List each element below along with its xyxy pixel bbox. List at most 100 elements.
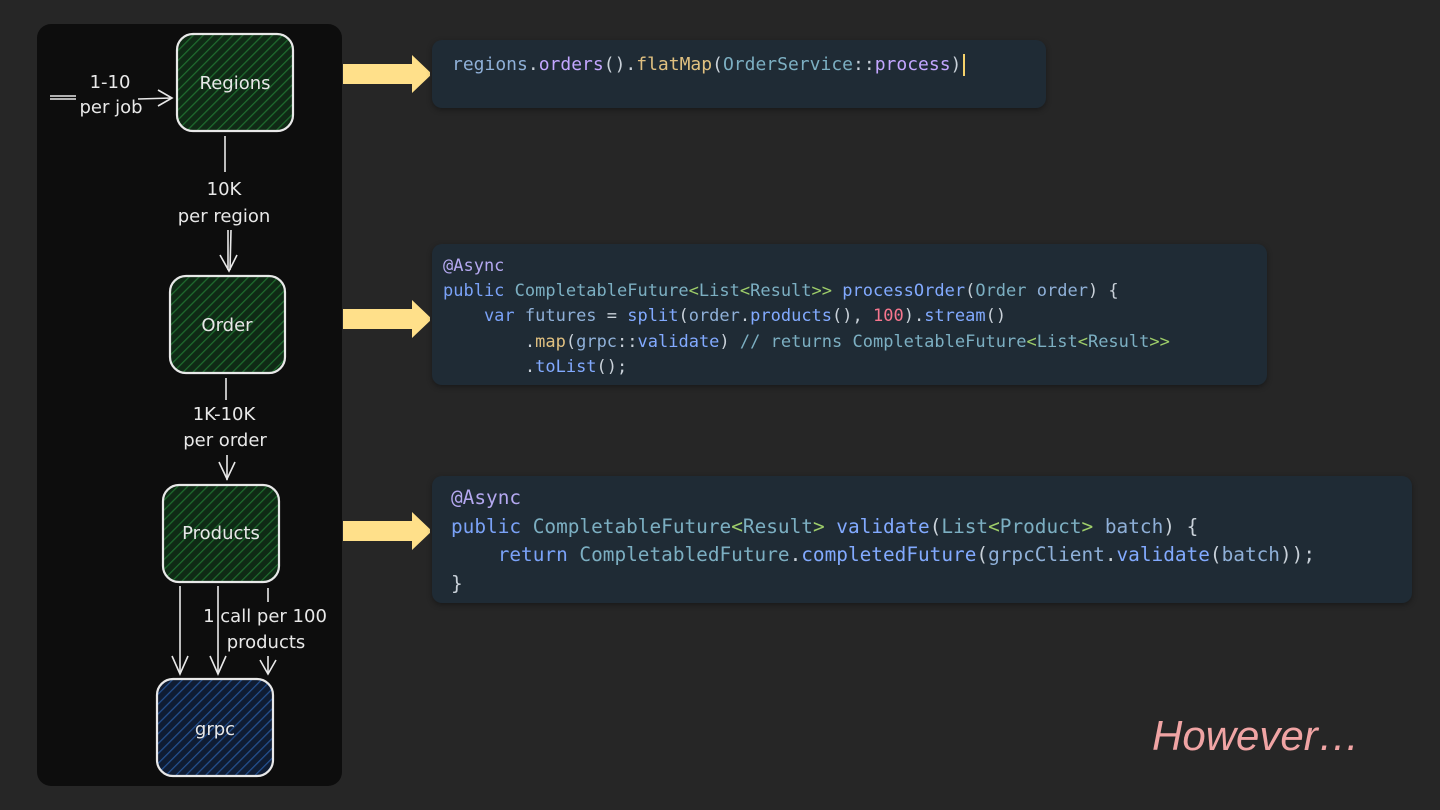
code-token: validate — [1116, 543, 1210, 566]
code-token: processOrder — [842, 281, 966, 302]
code-token: > — [1081, 514, 1105, 538]
code-token: ) { — [1087, 281, 1119, 302]
code-token: < — [988, 514, 1000, 538]
node-order-label: Order — [201, 315, 253, 336]
node-regions-label: Regions — [200, 73, 271, 94]
code-token: map — [535, 331, 566, 352]
edge-label-order-line1: 1K-10K — [193, 404, 257, 425]
code-token: batch — [1221, 543, 1280, 566]
code-line: var futures = split(order.products(), 10… — [443, 304, 1256, 329]
code-token: < — [1077, 331, 1088, 352]
code-token: ( — [976, 543, 989, 566]
code-line: return CompletabledFuture.completedFutur… — [451, 541, 1393, 570]
code-token: CompletableFuture — [852, 331, 1027, 352]
code-line: .map(grpc::validate) // returns Completa… — [443, 330, 1256, 355]
code-token: Order — [975, 281, 1037, 302]
code-token: orders — [538, 54, 604, 75]
code-token: public — [451, 514, 533, 538]
code-token: public — [443, 281, 515, 302]
code-token: (); — [596, 356, 628, 377]
code-token: >> — [1149, 331, 1170, 352]
node-products: Products — [161, 483, 281, 584]
code-token: ). — [903, 306, 925, 327]
code-token: batch — [1104, 514, 1164, 538]
code-token: >> — [811, 281, 843, 302]
edge-label-order-line2: per order — [183, 430, 267, 451]
code-token: futures — [524, 306, 607, 327]
code-token: () — [985, 306, 1007, 327]
code-token: . — [789, 543, 802, 566]
node-regions: Regions — [175, 32, 295, 133]
code-token: stream — [924, 306, 986, 327]
code-token: List — [1036, 331, 1078, 352]
code-token: ( — [1209, 543, 1222, 566]
code-token: < — [1026, 331, 1037, 352]
code-token: ( — [965, 281, 976, 302]
code-token: ( — [712, 54, 723, 75]
code-token: :: — [617, 331, 638, 352]
code-token: ) — [719, 331, 740, 352]
code-token: toList — [535, 356, 597, 377]
node-grpc: grpc — [155, 677, 275, 778]
code-token: Product — [999, 514, 1082, 538]
code-token: flatMap — [636, 54, 713, 75]
code-block-validate: @Async public CompletableFuture<Result> v… — [432, 476, 1412, 603]
code-line: public CompletableFuture<Result> validat… — [451, 513, 1393, 542]
fat-arrow-2 — [343, 300, 430, 338]
code-token: } — [451, 571, 463, 595]
code-token: grpc — [576, 331, 618, 352]
code-token: < — [739, 281, 751, 302]
code-token: < — [731, 514, 743, 538]
edge-input-regions — [50, 89, 174, 107]
code-token: @Async — [443, 256, 505, 276]
code-token: @Async — [451, 486, 522, 509]
code-token: CompletableFuture — [514, 281, 689, 302]
fat-arrow-1 — [343, 55, 430, 93]
code-token: split — [627, 306, 679, 327]
code-token: (), — [832, 306, 873, 327]
code-token: Result — [750, 281, 812, 302]
code-token: . — [443, 331, 536, 352]
code-token: Result — [1087, 331, 1150, 352]
edge-label-products-line2: products — [227, 632, 306, 653]
code-token: (). — [603, 54, 637, 75]
code-token: > — [812, 514, 837, 538]
code-token: CompletabledFuture — [579, 543, 790, 566]
code-line: @Async — [451, 484, 1393, 513]
code-token: ) — [950, 54, 962, 75]
edge-regions-order — [219, 136, 238, 273]
code-token: // returns — [739, 331, 853, 352]
code-token: return — [451, 543, 580, 566]
node-order: Order — [168, 274, 287, 375]
code-token: List — [941, 514, 989, 538]
edge-label-input-line2: per job — [79, 97, 142, 118]
code-token: )); — [1279, 543, 1315, 566]
node-grpc-label: grpc — [195, 719, 235, 740]
code-block-flatmap: regions.orders().flatMap(OrderService::p… — [432, 40, 1046, 108]
flow-diagram: Regions Order Products grpc 1-10 per job… — [50, 32, 430, 778]
code-token: order — [688, 306, 740, 327]
code-token: var — [443, 306, 525, 327]
edge-label-products-line1: 1 call per 100 — [203, 606, 327, 627]
code-token: . — [443, 356, 536, 377]
code-line: @Async — [443, 254, 1256, 279]
however-caption: However… — [1152, 712, 1360, 759]
code-token: process — [874, 54, 951, 75]
code-token: ( — [565, 331, 577, 352]
code-token: Result — [742, 514, 813, 538]
code-token: ( — [929, 514, 942, 538]
code-token: . — [739, 306, 751, 327]
diagram-panel — [37, 24, 342, 786]
code-token: OrderService — [722, 54, 853, 75]
fat-arrow-3 — [343, 512, 430, 550]
code-token: order — [1036, 281, 1088, 302]
code-token: ( — [678, 306, 689, 327]
edge-label-regions-line2: per region — [178, 206, 271, 227]
edge-products-grpc — [171, 586, 277, 676]
code-token: :: — [853, 54, 875, 75]
code-token: ) { — [1163, 514, 1199, 538]
code-token: products — [750, 306, 833, 327]
code-token: . — [1104, 543, 1117, 566]
code-block-flatmap-body: regions.orders().flatMap(OrderService::p… — [452, 54, 961, 75]
